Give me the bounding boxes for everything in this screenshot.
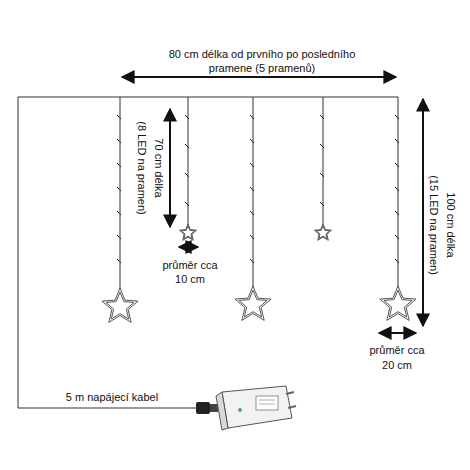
led-strands — [120, 97, 398, 289]
small-star-diameter — [179, 246, 198, 248]
top-wire — [18, 97, 398, 98]
annotation-label: 10 cm — [174, 273, 206, 286]
dimension-label: 70 cm délka — [151, 137, 164, 198]
annotation-label: pramene (5 pramenů) — [208, 62, 316, 75]
annotation-label: 20 cm — [381, 359, 413, 372]
short-length-dimension — [169, 109, 171, 227]
annotation-label: průměr cca — [161, 259, 218, 272]
feed-cable — [18, 97, 196, 408]
large-star-diameter — [379, 332, 416, 334]
led-marks — [117, 115, 399, 263]
star-ornaments — [102, 224, 416, 322]
width-dimension — [122, 76, 396, 78]
dimension-label: (15 LED na pramen) — [426, 174, 439, 276]
annotation-label: 80 cm délka od prvního po posledního — [168, 48, 357, 61]
annotation-label: průměr cca — [368, 344, 425, 357]
dimension-label: 100 cm délka — [443, 191, 456, 258]
power-adapter — [196, 386, 296, 430]
annotation-label: 5 m napájecí kabel — [65, 391, 159, 404]
dimension-label: (8 LED na pramen) — [134, 120, 147, 216]
long-length-dimension — [422, 99, 424, 326]
